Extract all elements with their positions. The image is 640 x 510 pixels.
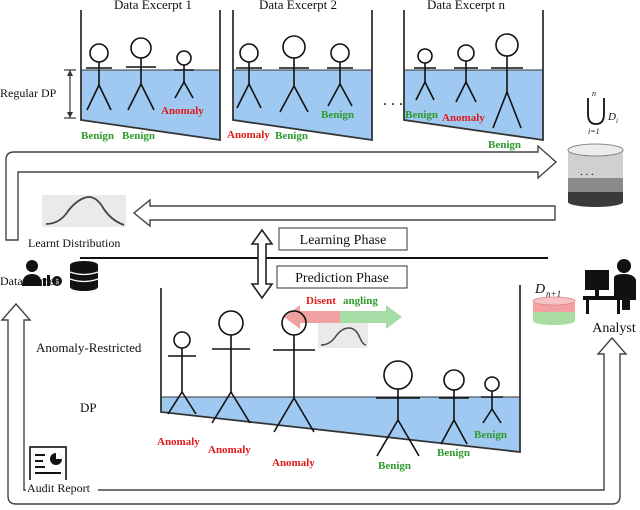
excerpt-1-title: Data Excerpt 1 bbox=[114, 0, 192, 12]
new-data-subscript: n+1 bbox=[546, 289, 561, 299]
regular-dp-label: Regular DP bbox=[0, 86, 57, 100]
label-benign: Benign bbox=[437, 447, 470, 459]
database-dots: . . . bbox=[580, 166, 594, 178]
audit-report-label: Audit Report bbox=[27, 481, 91, 495]
analyst-icon bbox=[583, 259, 636, 314]
excerpt-ellipsis: . . . bbox=[383, 92, 403, 109]
container-excerpt-1 bbox=[80, 10, 221, 142]
audit-report-label-bg bbox=[26, 480, 98, 495]
anomaly-restricted-label: Anomaly-Restricted bbox=[36, 340, 142, 355]
stick-figure bbox=[174, 50, 194, 99]
container-prediction bbox=[160, 285, 521, 454]
new-data-letter: D bbox=[534, 282, 545, 297]
excerpt-n-title: Data Excerpt n bbox=[427, 0, 505, 12]
data-owner-database-icon bbox=[69, 261, 99, 291]
excerpt-2-title: Data Excerpt 2 bbox=[259, 0, 337, 12]
union-upper-index: n bbox=[592, 89, 596, 98]
label-benign: Benign bbox=[275, 130, 308, 142]
svg-text:$: $ bbox=[55, 279, 59, 286]
learning-phase-box bbox=[278, 227, 408, 251]
data-owner-label: Data Owner bbox=[0, 274, 58, 288]
disentangling-label-part2: angling bbox=[343, 295, 378, 307]
audit-report-icon bbox=[29, 446, 67, 482]
audit-report-flow-arrow bbox=[0, 302, 628, 505]
label-anomaly: Anomaly bbox=[157, 436, 200, 448]
stick-figure bbox=[86, 43, 112, 111]
regular-dp-bracket bbox=[64, 69, 76, 119]
union-symbol bbox=[587, 98, 605, 125]
disentangling-label-part1: Disent bbox=[306, 295, 336, 307]
new-data-cylinder-icon bbox=[532, 296, 576, 325]
stick-figure bbox=[481, 376, 503, 424]
prediction-phase-box bbox=[276, 265, 408, 289]
aggregate-flow-arrow bbox=[5, 144, 558, 241]
learnt-distribution-curve-icon bbox=[42, 195, 126, 227]
stick-figure bbox=[167, 331, 197, 415]
label-benign: Benign bbox=[378, 460, 411, 472]
analyst-label: Analyst bbox=[592, 321, 636, 336]
container-excerpt-n bbox=[403, 10, 544, 142]
label-benign: Benign bbox=[81, 130, 114, 142]
label-benign: Benign bbox=[488, 139, 521, 151]
stick-figure bbox=[439, 369, 469, 445]
label-anomaly: Anomaly bbox=[442, 112, 485, 124]
stick-figure bbox=[279, 35, 309, 113]
stick-figure bbox=[454, 44, 478, 103]
phase-switch-arrow bbox=[250, 228, 274, 300]
stick-figure bbox=[273, 310, 315, 433]
union-lower-index: i=1 bbox=[588, 127, 600, 136]
label-anomaly: Anomaly bbox=[208, 444, 251, 456]
stick-figure bbox=[126, 37, 156, 111]
stick-figure bbox=[236, 43, 262, 109]
label-anomaly: Anomaly bbox=[272, 457, 315, 469]
union-set-letter: D bbox=[607, 111, 616, 123]
learning-phase-label: Learning Phase bbox=[300, 233, 387, 248]
stick-figure bbox=[376, 360, 420, 457]
data-owner-icon: $ bbox=[22, 260, 62, 286]
stick-figure bbox=[211, 310, 251, 424]
stick-figure bbox=[414, 48, 436, 101]
dp-label: DP bbox=[80, 400, 97, 415]
learnt-distribution-label: Learnt Distribution bbox=[28, 236, 120, 250]
label-benign: Benign bbox=[321, 109, 354, 121]
label-benign: Benign bbox=[405, 109, 438, 121]
stick-figure bbox=[491, 33, 523, 129]
stick-figure bbox=[327, 43, 353, 107]
aggregate-database-icon bbox=[567, 143, 624, 207]
label-benign: Benign bbox=[122, 130, 155, 142]
learnt-distribution-arrow bbox=[132, 198, 556, 228]
distribution-curve-icon bbox=[318, 323, 368, 348]
label-anomaly: Anomaly bbox=[227, 129, 270, 141]
label-benign: Benign bbox=[474, 429, 507, 441]
union-set-subscript: i bbox=[616, 117, 618, 125]
label-anomaly: Anomaly bbox=[161, 105, 204, 117]
prediction-phase-label: Prediction Phase bbox=[295, 271, 389, 286]
